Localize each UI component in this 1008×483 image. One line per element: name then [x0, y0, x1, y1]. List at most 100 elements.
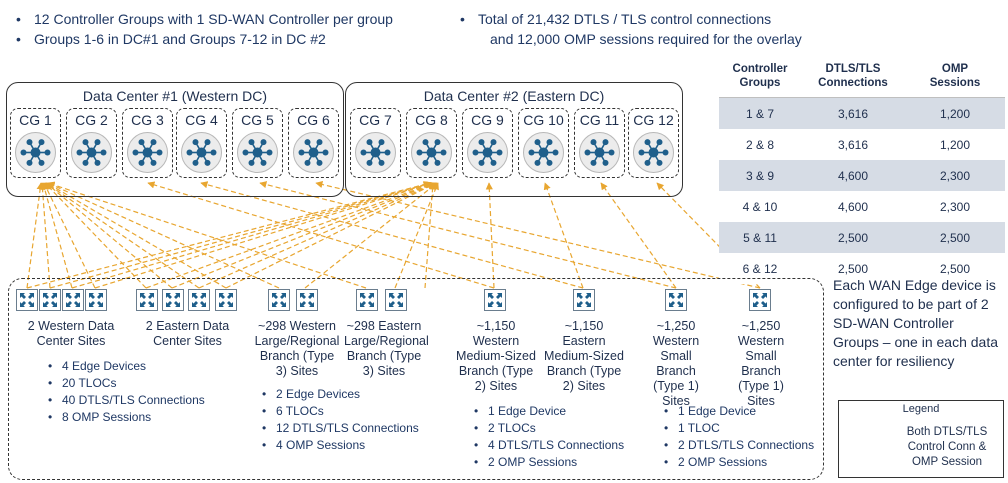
- table-cell: 4,600: [801, 160, 905, 191]
- detail-item: 12 DTLS/TLS Connections: [258, 420, 419, 437]
- detail-item: 2 OMP Sessions: [470, 454, 624, 471]
- controller-group-label: CG 2: [75, 112, 108, 128]
- header-dtls-connections-text: DTLS/TLS Connections: [818, 63, 888, 89]
- controller-group-box: CG 1: [10, 108, 61, 178]
- table-header-row: Controller Groups DTLS/TLS Connections O…: [719, 55, 1005, 98]
- bullet-total-connections-cont: and 12,000 OMP sessions required for the…: [490, 31, 802, 47]
- detail-item: 20 TLOCs: [44, 375, 205, 392]
- table-cell: 2,500: [801, 253, 905, 284]
- site-label-western-type1-a: ~1,250 Western Small Branch (Type 1) Sit…: [652, 319, 700, 408]
- bullet-total-connections: Total of 21,432 DTLS / TLS control conne…: [460, 9, 802, 29]
- table-cell: 2,500: [905, 253, 1005, 284]
- table-cell: 2,500: [905, 222, 1005, 253]
- resiliency-note: Each WAN Edge device is configured to be…: [833, 277, 999, 369]
- controller-group-box: CG 5: [232, 108, 283, 178]
- data-center-1-title: Data Center #1 (Western DC): [82, 88, 268, 104]
- data-center-2-title: Data Center #2 (Eastern DC): [423, 88, 605, 104]
- controller-group-label: CG 7: [359, 112, 392, 128]
- detail-item: 2 OMP Sessions: [660, 454, 814, 471]
- table-cell: 3,616: [801, 129, 905, 160]
- table-cell: 1 & 7: [719, 97, 801, 129]
- detail-item: 6 TLOCs: [258, 403, 419, 420]
- hub-network-icon: [633, 132, 674, 173]
- site-label-eastern-type2: ~1,150 Eastern Medium-Sized Branch (Type…: [544, 319, 624, 393]
- detail-item: 1 Edge Device: [470, 403, 624, 420]
- header-omp-sessions-text: OMP Sessions: [929, 63, 981, 89]
- controller-group-box: CG 12: [628, 108, 679, 178]
- site-label-eastern-type3: ~298 Eastern Large/Regional Branch (Type…: [344, 319, 429, 378]
- controller-group-box: CG 3: [122, 108, 173, 178]
- table-cell: 3,616: [801, 97, 905, 129]
- header-dtls-connections: DTLS/TLS Connections: [801, 55, 905, 98]
- controller-group-box: CG 4: [176, 108, 227, 178]
- router-arrows-icon: [85, 289, 107, 311]
- hub-network-icon: [355, 132, 396, 173]
- router-arrows-icon: [62, 289, 84, 311]
- hub-network-icon: [15, 132, 56, 173]
- detail-item: 2 DTLS/TLS Connections: [660, 437, 814, 454]
- controller-group-box: CG 8: [406, 108, 457, 178]
- hub-network-icon: [411, 132, 452, 173]
- table-cell: 2,500: [801, 222, 905, 253]
- router-arrows-icon: [136, 289, 158, 311]
- detail-item: 4 DTLS/TLS Connections: [470, 437, 624, 454]
- controller-group-box: CG 10: [518, 108, 569, 178]
- hub-network-icon: [181, 132, 222, 173]
- hub-network-icon: [237, 132, 278, 173]
- detail-item: 40 DTLS/TLS Connections: [44, 392, 205, 409]
- hub-network-icon: [293, 132, 334, 173]
- site-label-western-dc: 2 Western Data Center Sites: [27, 319, 115, 348]
- site-label-western-type2: ~1,150 Western Medium-Sized Branch (Type…: [456, 319, 536, 393]
- type2-site-details: 1 Edge Device 2 TLOCs 4 DTLS/TLS Connect…: [470, 403, 624, 471]
- controller-group-label: CG 5: [241, 112, 274, 128]
- detail-item: 4 OMP Sessions: [258, 437, 419, 454]
- router-arrows-icon: [188, 289, 210, 311]
- controller-group-label: CG 6: [297, 112, 330, 128]
- bullet-controller-groups: 12 Controller Groups with 1 SD-WAN Contr…: [16, 9, 393, 29]
- controller-group-box: CG 9: [462, 108, 513, 178]
- hub-network-icon: [71, 132, 112, 173]
- router-arrows-icon: [573, 289, 595, 311]
- hub-network-icon: [467, 132, 508, 173]
- router-arrows-icon: [484, 289, 506, 311]
- router-arrows-icon: [268, 289, 290, 311]
- hub-network-icon: [127, 132, 168, 173]
- router-arrows-icon: [385, 289, 407, 311]
- detail-item: 4 Edge Devices: [44, 358, 205, 375]
- controller-group-label: CG 11: [579, 112, 620, 128]
- data-center-1: Data Center #1 (Western DC): [6, 82, 344, 197]
- router-arrows-icon: [215, 289, 237, 311]
- controller-group-label: CG 4: [185, 112, 218, 128]
- controller-table-wrap: Controller Groups DTLS/TLS Connections O…: [719, 55, 1005, 284]
- legend-title: Legend: [902, 403, 940, 415]
- edge-sites-box: [8, 278, 824, 480]
- table-cell: 2 & 8: [719, 129, 801, 160]
- site-label-western-type3: ~298 Western Large/Regional Branch (Type…: [254, 319, 340, 378]
- router-arrows-icon: [356, 289, 378, 311]
- controller-group-label: CG 1: [19, 112, 52, 128]
- controller-group-box: CG 6: [288, 108, 339, 178]
- type1-site-details: 1 Edge Device 1 TLOC 2 DTLS/TLS Connecti…: [660, 403, 814, 471]
- controller-group-label: CG 12: [633, 112, 674, 128]
- table-cell: 2,300: [905, 191, 1005, 222]
- router-arrows-icon: [16, 289, 38, 311]
- header-controller-groups: Controller Groups: [719, 55, 801, 98]
- controller-group-label: CG 3: [131, 112, 164, 128]
- site-label-eastern-dc: 2 Eastern Data Center Sites: [145, 319, 230, 348]
- detail-item: 8 OMP Sessions: [44, 409, 205, 426]
- router-arrows-icon: [665, 289, 687, 311]
- top-bullets-left: 12 Controller Groups with 1 SD-WAN Contr…: [16, 9, 393, 49]
- top-bullet-right: Total of 21,432 DTLS / TLS control conne…: [460, 9, 802, 49]
- header-controller-groups-text: Controller Groups: [732, 63, 788, 89]
- table-cell: 1,200: [905, 97, 1005, 129]
- controller-group-box: CG 11: [574, 108, 625, 178]
- router-arrows-icon: [296, 289, 318, 311]
- hub-network-icon: [523, 132, 564, 173]
- controller-table: Controller Groups DTLS/TLS Connections O…: [719, 55, 1005, 284]
